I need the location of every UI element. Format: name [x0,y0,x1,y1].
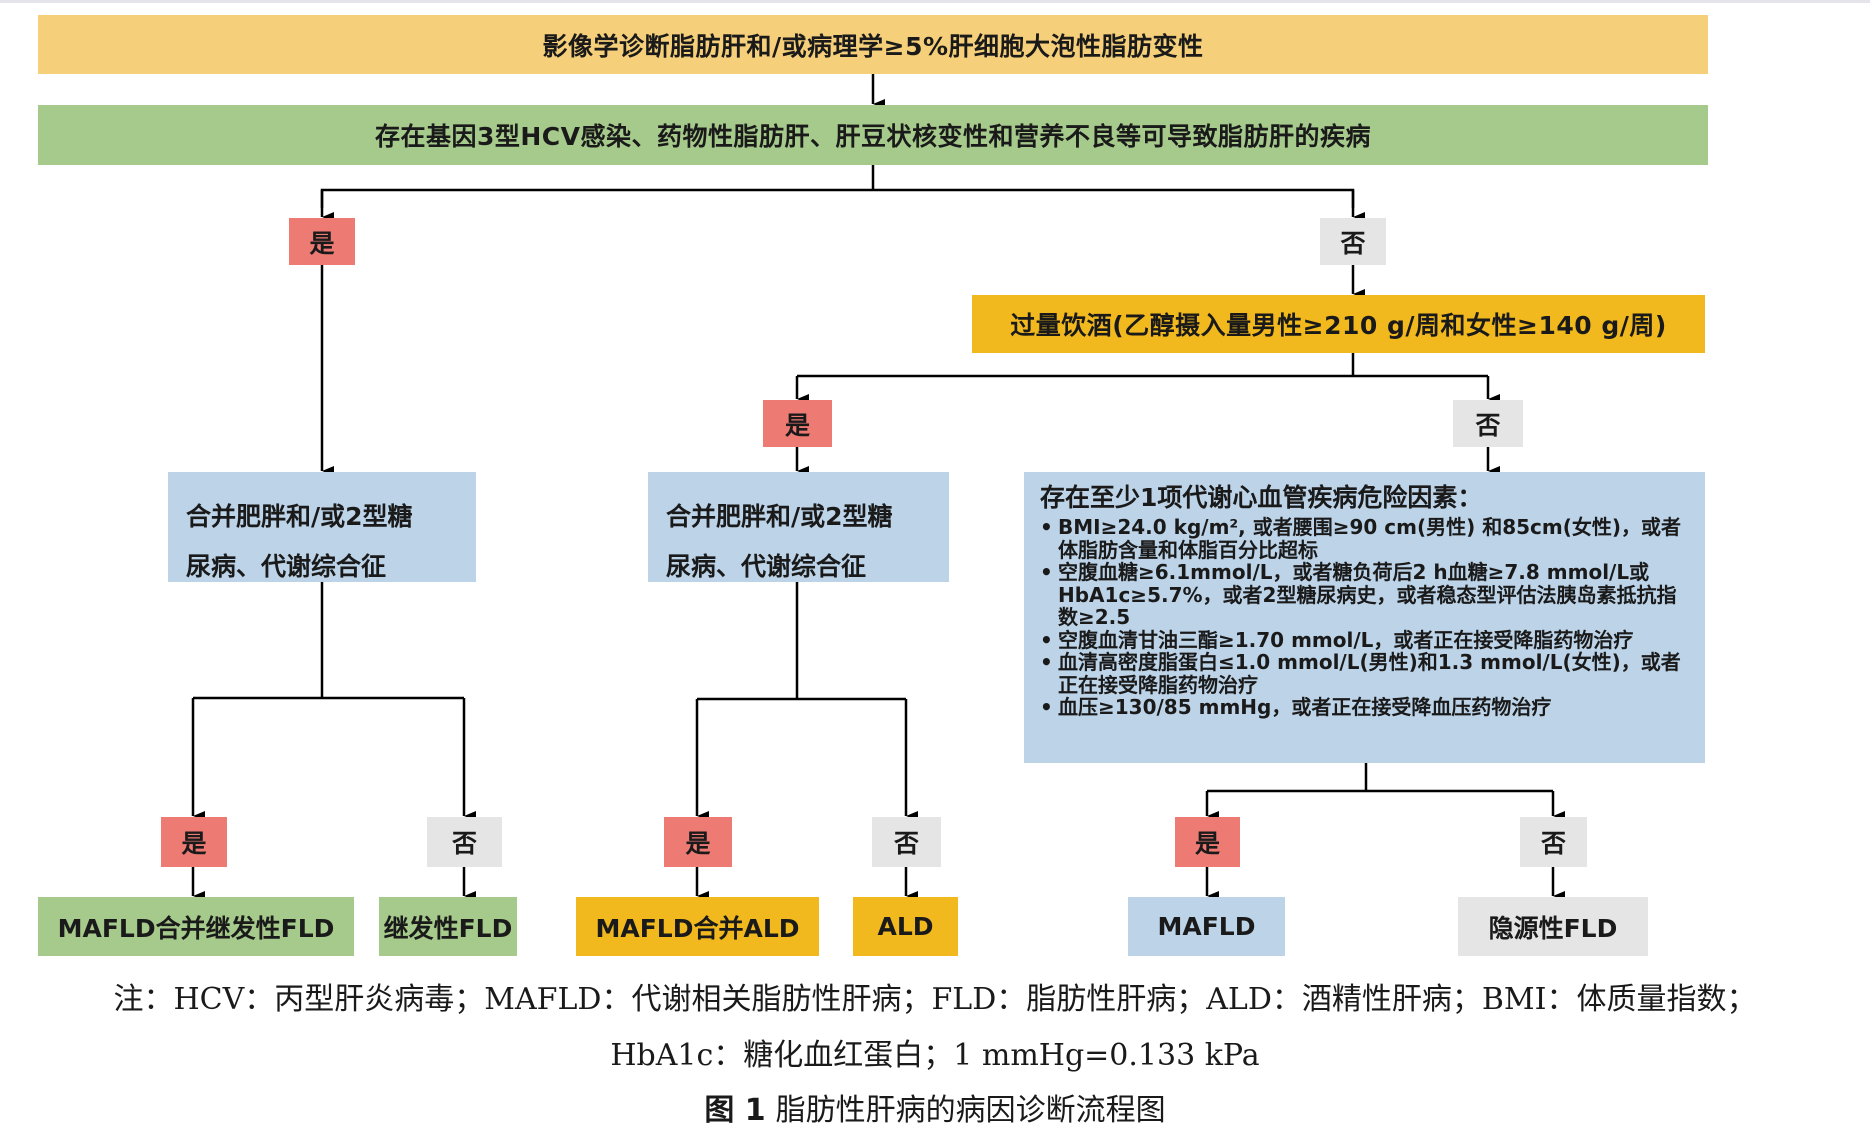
no-badge-right: 否 [1520,817,1587,867]
risk-factors-title: 存在至少1项代谢心血管疾病危险因素： [1040,483,1483,512]
outcome-mafld-with-secondary-fld: MAFLD合并继发性FLD [38,897,354,956]
outcome-label: ALD [877,912,934,941]
secondary-causes-box: 存在基因3型HCV感染、药物性脂肪肝、肝豆状核变性和营养不良等可导致脂肪肝的疾病 [38,105,1708,165]
yes-badge-left: 是 [161,817,227,867]
risk-factor-item: BMI≥24.0 kg/m², 或者腰围≥90 cm(男性) 和85cm(女性)… [1040,516,1691,561]
connector-lines [191,74,1565,901]
outcome-secondary-fld: 继发性FLD [379,897,517,956]
yes-label: 是 [784,410,810,440]
outcome-ald: ALD [853,897,958,956]
risk-factor-item: 空腹血清甘油三酯≥1.70 mmol/L，或者正在接受降脂药物治疗 [1040,628,1691,652]
risk-factor-item: 血压≥130/85 mmHg，或者正在接受降血压药物治疗 [1040,696,1691,719]
risk-factor-item: 血清高密度脂蛋白≤1.0 mmol/L(男性)和1.3 mmol/L(女性)，或… [1040,651,1691,696]
no-label: 否 [451,829,477,858]
outcome-cryptogenic-fld: 隐源性FLD [1458,897,1648,956]
metabolic-text-line2: 尿病、代谢综合征 [666,552,867,581]
yes-label: 是 [685,829,711,858]
alcohol-criteria-box: 过量饮酒(乙醇摄入量男性≥210 g/周和女性≥140 g/周) [972,295,1705,353]
yes-badge-secondary: 是 [289,218,355,265]
start-criteria-text: 影像学诊断脂肪肝和/或病理学≥5%肝细胞大泡性脂肪变性 [542,31,1204,61]
no-badge-alcohol: 否 [1453,400,1523,447]
no-label: 否 [1540,829,1566,858]
abbreviation-note-line1: 注：HCV：丙型肝炎病毒；MAFLD：代谢相关脂肪性肝病；FLD：脂肪性肝病；A… [113,982,1757,1017]
top-divider [0,0,1870,3]
outcome-mafld: MAFLD [1128,897,1285,956]
metabolic-condition-box-left: 合并肥胖和/或2型糖 尿病、代谢综合征 [168,472,476,582]
outcome-label: MAFLD合并ALD [595,913,800,943]
no-label: 否 [1475,410,1501,440]
alcohol-criteria-text: 过量饮酒(乙醇摄入量男性≥210 g/周和女性≥140 g/周) [1010,311,1667,340]
yes-label: 是 [309,228,335,258]
metabolic-text-line1: 合并肥胖和/或2型糖 [666,502,893,531]
no-badge-middle: 否 [872,817,941,867]
yes-label: 是 [1194,829,1220,858]
metabolic-text-line1: 合并肥胖和/或2型糖 [186,502,413,531]
figure-title: 脂肪性肝病的病因诊断流程图 [775,1093,1166,1128]
outcome-label: MAFLD合并继发性FLD [57,913,335,943]
no-badge-left: 否 [427,817,502,867]
outcome-label: 隐源性FLD [1488,913,1618,943]
outcome-label: MAFLD [1157,912,1256,941]
outcome-label: 继发性FLD [383,913,513,943]
secondary-causes-text: 存在基因3型HCV感染、药物性脂肪肝、肝豆状核变性和营养不良等可导致脂肪肝的疾病 [374,122,1372,151]
metabolic-text-line2: 尿病、代谢综合征 [186,552,387,581]
yes-label: 是 [181,829,207,858]
risk-factors-box: 存在至少1项代谢心血管疾病危险因素： BMI≥24.0 kg/m², 或者腰围≥… [1024,472,1705,763]
yes-badge-middle: 是 [664,817,732,867]
start-criteria-box: 影像学诊断脂肪肝和/或病理学≥5%肝细胞大泡性脂肪变性 [38,15,1708,74]
yes-badge-alcohol: 是 [763,400,832,447]
yes-badge-right: 是 [1175,817,1240,867]
risk-factors-list: BMI≥24.0 kg/m², 或者腰围≥90 cm(男性) 和85cm(女性)… [1040,516,1691,719]
abbreviation-note-line2: HbA1c：糖化血红蛋白；1 mmHg=0.133 kPa [610,1038,1260,1073]
no-label: 否 [1340,228,1366,258]
no-label: 否 [893,829,919,858]
figure-label: 图 1 [704,1093,766,1128]
outcome-mafld-with-ald: MAFLD合并ALD [576,897,819,956]
metabolic-condition-box-middle: 合并肥胖和/或2型糖 尿病、代谢综合征 [648,472,949,582]
risk-factor-item: 空腹血糖≥6.1mmol/L，或者糖负荷后2 h血糖≥7.8 mmol/L或Hb… [1040,561,1691,629]
line-secondary-branch [320,188,1355,208]
figure-caption: 图 1 脂肪性肝病的病因诊断流程图 [0,1085,1870,1129]
no-badge-secondary: 否 [1320,218,1386,265]
